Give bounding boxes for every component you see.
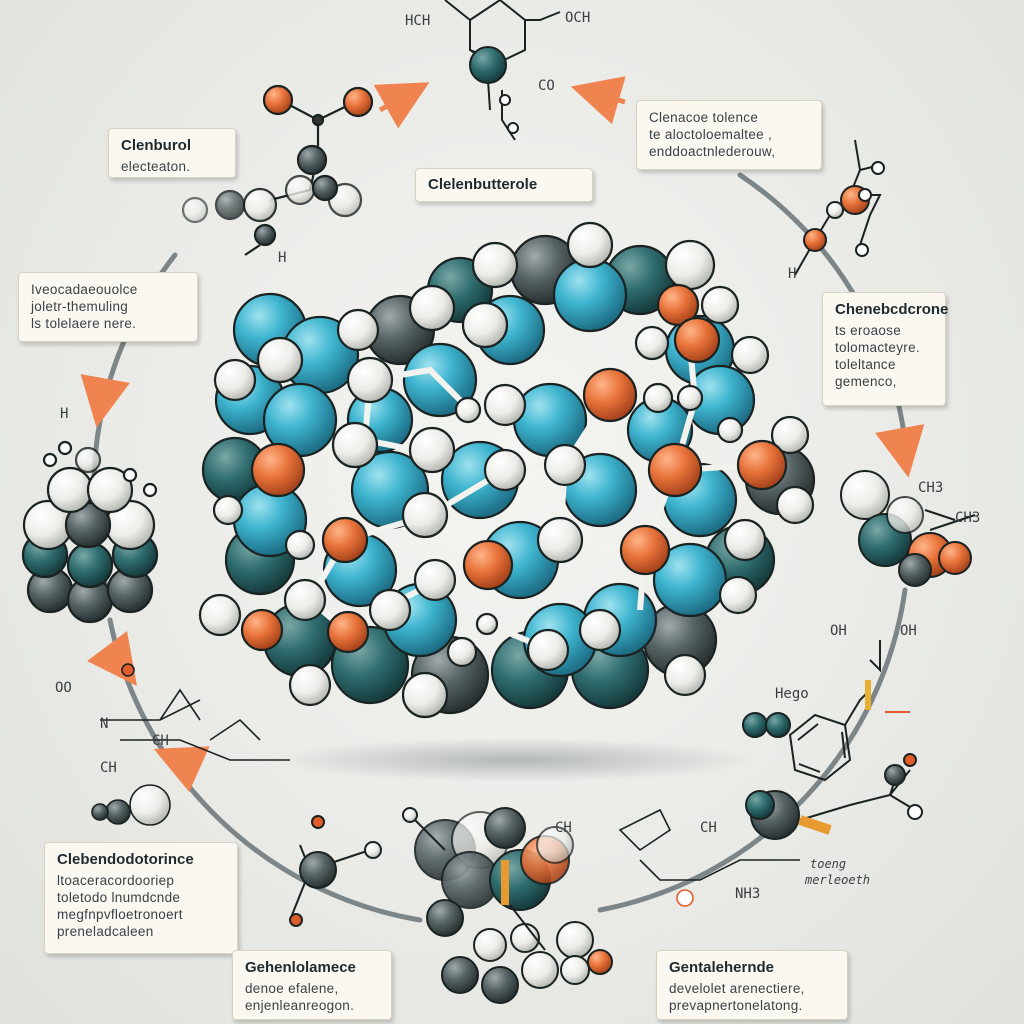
chem-label: HCH — [405, 13, 430, 29]
chem-label: OCH — [565, 10, 590, 26]
label-card-top-right: Clenacoe tolence te aloctoloemaltee , en… — [636, 100, 822, 170]
label-card-bottom-right: Gentalehernde develolet arenectiere, pre… — [656, 950, 848, 1020]
card-line: toletodo lnumdcnde — [57, 890, 181, 905]
card-line: ltoaceracordooriep — [57, 873, 175, 888]
card-line: megfnpvfloetronoert — [57, 907, 183, 922]
label-card-top-left: Clenburol electeaton. — [108, 128, 236, 178]
card-title: Clelenbutterole — [428, 176, 538, 193]
label-card-bottom-left: Clebendodotorince ltoaceracordooriep tol… — [44, 842, 238, 954]
main-molecule-icon — [198, 221, 816, 719]
card-line: prevapnertonelatong. — [669, 998, 803, 1013]
label-card-left: Iveocadaeouolce joletr-themuling ls tole… — [18, 272, 198, 342]
card-line: preneladcaleen — [57, 924, 154, 939]
label-card-bottom-center: Gehenlolamece denoe efalene, enjenleanre… — [232, 950, 392, 1020]
label-card-top-center: Clelenbutterole — [415, 168, 593, 202]
molecule-icon — [840, 470, 976, 587]
chem-label: CH3 — [918, 480, 943, 496]
card-line: toleltance — [835, 357, 896, 372]
card-title: Chenebcdcrone — [835, 301, 949, 318]
card-line: te aloctoloemaltee , — [649, 127, 773, 142]
chem-label: CH — [100, 760, 117, 776]
chem-label: CH — [700, 820, 717, 836]
chem-label: H — [788, 266, 796, 282]
card-line: ts eroaose — [835, 323, 902, 338]
molecule-icon — [21, 440, 159, 624]
card-line: gemenco, — [835, 374, 897, 389]
card-line: enjenleanreogon. — [245, 998, 355, 1013]
label-card-right: Chenebcdcrone ts eroaose tolomacteyre. t… — [822, 292, 949, 406]
chem-label: OH — [830, 623, 847, 639]
card-line: enddoactnlederouw, — [649, 144, 776, 159]
chem-label: OO — [55, 680, 72, 696]
card-title: Clenburol — [121, 137, 191, 154]
chem-label: NH3 — [735, 886, 760, 902]
annotation-text: toeng — [810, 857, 846, 871]
chem-label: N — [100, 716, 108, 732]
card-line: joletr-themuling — [31, 299, 129, 314]
chem-label: OH — [900, 623, 917, 639]
molecule-icon — [91, 663, 800, 907]
card-line: denoe efalene, — [245, 981, 339, 996]
chem-label: H — [278, 250, 286, 266]
molecule-icon — [742, 640, 910, 782]
chem-label: CH — [555, 820, 572, 836]
chem-labels: HCH OCH CO CH3 CH3 OH OH Hego CH N CH CH… — [55, 10, 980, 902]
card-line: ls tolelaere nere. — [31, 316, 137, 331]
card-line: Clenacoe tolence — [649, 110, 759, 125]
card-line: tolomacteyre. — [835, 340, 920, 355]
card-line: develolet arenectiere, — [669, 981, 805, 996]
molecule-icon — [745, 753, 923, 840]
molecule-icon — [794, 139, 885, 276]
annotation-text: merleoeth — [804, 873, 870, 887]
chem-label: CO — [538, 78, 555, 94]
molecule-icon — [289, 807, 613, 1004]
molecule-shadow — [275, 738, 755, 782]
molecule-icon — [181, 84, 374, 256]
chem-label: CH3 — [955, 510, 980, 526]
card-title: Clebendodotorince — [57, 851, 194, 868]
card-title: Gehenlolamece — [245, 959, 356, 976]
chem-label: H — [60, 406, 68, 422]
card-line: electeaton. — [121, 159, 191, 174]
card-line: Iveocadaeouolce — [31, 282, 138, 297]
chem-label: Hego — [775, 686, 809, 702]
molecule-icon — [444, 0, 561, 141]
card-title: Gentalehernde — [669, 959, 775, 976]
chem-label: CH — [152, 733, 169, 749]
